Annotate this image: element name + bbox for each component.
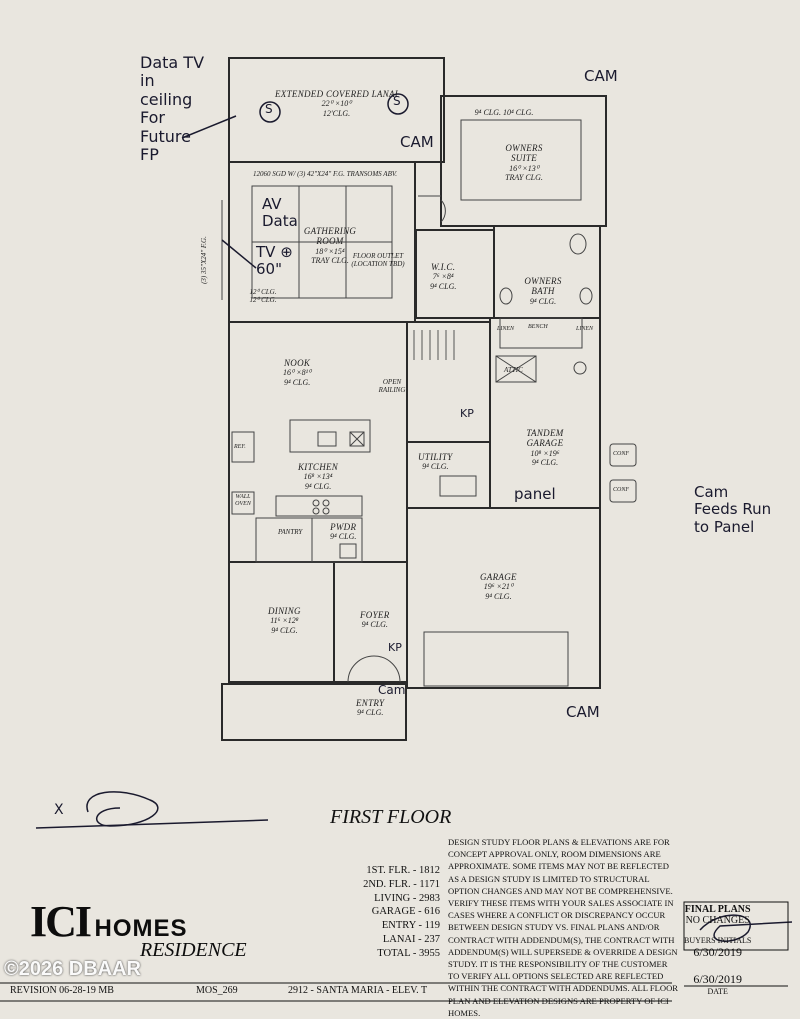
stat-lanai: LANAI - 237: [382, 933, 440, 945]
foyer-outline: [333, 561, 408, 683]
handwritten-speaker-s-right: S: [393, 94, 401, 108]
final-plans-box: FINAL PLANS NO CHANGES BUYERS INITIALS 6…: [684, 904, 751, 996]
speaker-mark-right: [387, 93, 409, 115]
final-plans-buyers-initials: BUYERS INITIALS: [684, 936, 752, 945]
handwritten-av-data: AV Data: [262, 195, 298, 231]
disclaimer-text: Design study floor plans & elevations ar…: [448, 837, 679, 1018]
logo-subtitle: RESIDENCE: [140, 939, 247, 961]
ici-homes-logo: ICI HOMES RESIDENCE: [30, 896, 247, 962]
bath-label-linen-1: LINEN: [497, 326, 515, 332]
model-text: MOS_269: [196, 985, 238, 996]
wall-oven-label: WALL OVEN: [235, 494, 251, 507]
stat-living: LIVING - 2983: [374, 892, 440, 904]
ref-label: REF.: [234, 444, 246, 450]
watermark: ©2026 DBAAR: [4, 958, 142, 980]
square-footage-table: 1ST. FLR. - 1812 2ND. FLR. - 1171 LIVING…: [352, 864, 440, 961]
owners-suite-clg-note: 9⁴ CLG. 10⁴ CLG.: [474, 108, 534, 117]
final-plans-date-1: 6/30/2019: [693, 945, 742, 959]
logo-homes: HOMES: [94, 915, 188, 942]
bath-label-bench: BENCH: [528, 324, 548, 330]
handwritten-keypad-entry: KP: [388, 641, 402, 654]
handwritten-cam-lanai: CAM: [400, 133, 434, 151]
pantry-label: PANTRY: [278, 528, 303, 536]
speaker-mark-left: [259, 101, 281, 123]
tandem-garage-outline: [489, 317, 601, 509]
stair-outline: [406, 321, 491, 443]
handwritten-cam-entry: Cam: [378, 683, 406, 697]
stat-1st-floor: 1ST. FLR. - 1812: [366, 865, 440, 876]
plan-name-text: 2912 - SANTA MARIA - ELEV. T: [288, 985, 428, 996]
handwritten-panel: panel: [514, 485, 556, 503]
handwritten-tv-60: TV ⊕ 60": [256, 243, 293, 279]
stat-garage: GARAGE - 616: [371, 906, 440, 918]
page-title: FIRST FLOOR: [330, 806, 452, 828]
open-railing-note: OPEN RAILING: [378, 378, 406, 395]
final-plans-title: FINAL PLANS: [684, 904, 751, 915]
signature-x-mark: X: [54, 802, 64, 818]
final-plans-date-label: DATE: [707, 987, 728, 996]
gathering-clg-note: 12⁰ CLG. 12⁰ CLG.: [249, 288, 277, 305]
handwritten-cam-garage: CAM: [566, 703, 600, 721]
handwritten-speaker-s-left: S: [265, 102, 273, 116]
conf-outlet-2: CONF: [613, 487, 630, 493]
stat-2nd-floor: 2ND. FLR. - 1171: [363, 878, 440, 890]
slider-door-note: 12060 SGD W/ (3) 42"X24" F.G. TRANSOMS A…: [253, 170, 397, 178]
revision-text: REVISION 06-28-19 MB: [10, 985, 114, 996]
entry-porch-outline: [221, 683, 407, 741]
handwritten-keypad-stair: KP: [460, 407, 474, 420]
logo-ici: ICI: [30, 897, 92, 946]
final-plans-date-2: 6/30/2019: [693, 972, 742, 986]
handwritten-cam-top: CAM: [584, 67, 618, 85]
signature: [86, 791, 159, 827]
handwritten-data-tv-note: Data TV in ceiling For Future FP: [140, 53, 205, 164]
side-window-note: (3) 35"X24" F.G.: [199, 236, 208, 284]
stat-entry: ENTRY - 119: [381, 920, 440, 932]
bath-label-linen-2: LINEN: [576, 326, 594, 332]
final-plans-no-changes: NO CHANGES: [685, 915, 750, 926]
floor-outlet-note: FLOOR OUTLET (LOCATION TBD): [351, 252, 405, 269]
stat-total: TOTAL - 3955: [377, 947, 440, 959]
conf-outlet-1: CONF: [613, 451, 630, 457]
attic-label: ATTIC: [504, 366, 523, 374]
handwritten-cam-feeds-note: Cam Feeds Run to Panel: [694, 483, 772, 536]
